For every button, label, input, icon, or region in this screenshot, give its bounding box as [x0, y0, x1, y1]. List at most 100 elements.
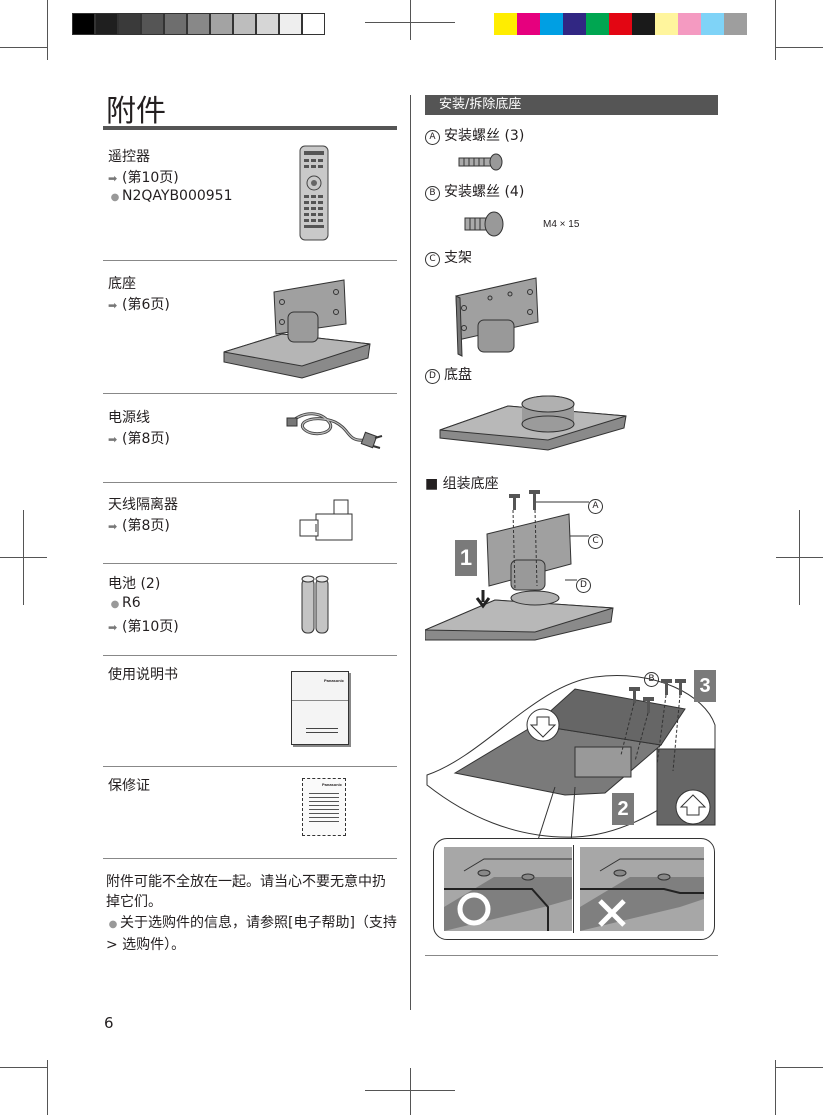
color-swatch — [701, 13, 724, 35]
manual-booklet-icon: Panasonic — [291, 671, 349, 745]
color-swatch — [494, 13, 517, 35]
accessory-title: 天线隔离器 — [108, 497, 178, 513]
remote-control-icon — [299, 145, 329, 241]
assembly-step3-illustration — [426, 675, 716, 840]
gray-swatch — [141, 13, 164, 35]
page-reference: ➡(第8页) — [108, 518, 170, 534]
accessory-title: 电池 (2) — [108, 576, 161, 592]
color-swatch — [655, 13, 678, 35]
warranty-card-icon: Panasonic — [302, 778, 346, 836]
accessory-title: 电源线 — [108, 410, 150, 426]
base-plate-icon — [439, 395, 627, 451]
correct-mark-icon — [457, 892, 491, 926]
gray-swatch — [164, 13, 187, 35]
crop-mark — [775, 47, 823, 48]
gray-swatch — [118, 13, 141, 35]
page-reference: ➡(第6页) — [108, 297, 170, 313]
step-badge: 1 — [455, 540, 477, 576]
column-divider — [410, 95, 411, 1010]
gray-swatch — [233, 13, 256, 35]
title-underline — [103, 126, 397, 130]
crop-mark — [0, 1067, 47, 1068]
registration-mark — [0, 557, 47, 558]
callout-b: B — [644, 667, 663, 687]
bullet-icon: ● — [108, 919, 118, 930]
gray-swatch — [256, 13, 279, 35]
fit-detail-panel — [433, 838, 715, 940]
crop-mark — [775, 1067, 823, 1068]
accessory-title: 底座 — [108, 276, 136, 292]
gray-swatch — [187, 13, 210, 35]
screw-b-icon — [464, 211, 504, 237]
registration-mark — [365, 22, 455, 23]
color-swatch — [609, 13, 632, 35]
gray-swatch — [72, 13, 95, 35]
antenna-isolator-icon — [299, 499, 353, 541]
page-number: 6 — [104, 1014, 114, 1032]
screw-a-icon — [458, 153, 503, 171]
section-rule — [425, 955, 718, 956]
gray-swatch — [95, 13, 118, 35]
color-swatch — [586, 13, 609, 35]
color-swatch — [540, 13, 563, 35]
callout-c: C — [588, 529, 607, 549]
batteries-icon — [301, 575, 329, 634]
bullet-icon: ● — [110, 192, 120, 203]
gray-swatch — [302, 13, 325, 35]
section-rule — [103, 482, 397, 483]
page-reference: ➡(第10页) — [108, 170, 179, 186]
incorrect-mark-icon — [598, 899, 626, 927]
color-swatch — [678, 13, 701, 35]
accessory-title: 使用说明书 — [108, 667, 178, 683]
section-rule — [103, 858, 397, 859]
arrow-right-icon: ➡ — [108, 299, 118, 312]
assembly-step1-illustration — [425, 490, 614, 641]
arrow-right-icon: ➡ — [108, 520, 118, 533]
section-rule — [103, 766, 397, 767]
registration-mark — [410, 0, 411, 40]
section-header: 安装/拆除底座 — [425, 95, 718, 115]
section-rule — [103, 563, 397, 564]
registration-mark — [365, 1090, 455, 1091]
section-rule — [103, 393, 397, 394]
assemble-heading: ■ 组装底座 — [425, 476, 499, 492]
callout-d: D — [576, 573, 595, 593]
color-swatch — [632, 13, 655, 35]
page-reference: ➡(第10页) — [108, 619, 179, 635]
accessory-note: 附件可能不全放在一起。请当心不要无意中扔掉它们。 — [106, 874, 386, 910]
accessory-title: 保修证 — [108, 778, 150, 794]
model-number: ●N2QAYB000951 — [108, 188, 233, 204]
optional-accessory-note: ●关于选购件的信息，请参照[电子帮助]（支持 > 选购件）。 — [106, 915, 397, 953]
crop-mark — [47, 0, 48, 60]
color-swatch — [724, 13, 747, 35]
arrow-right-icon: ➡ — [108, 172, 118, 185]
power-cord-icon — [286, 412, 383, 449]
gray-swatch — [279, 13, 302, 35]
section-rule — [103, 260, 397, 261]
incorrect-fit-illustration — [580, 847, 704, 931]
step-badge: 2 — [612, 793, 634, 825]
callout-a: A — [588, 494, 607, 514]
color-swatch — [517, 13, 540, 35]
brand-logo: Panasonic — [321, 782, 342, 787]
page-reference: ➡(第8页) — [108, 431, 170, 447]
section-rule — [103, 655, 397, 656]
brand-logo: Panasonic — [323, 678, 344, 683]
arrow-right-icon: ➡ — [108, 621, 118, 634]
step-badge: 3 — [694, 670, 716, 702]
tv-stand-icon — [223, 279, 371, 379]
correct-fit-illustration — [444, 847, 572, 931]
page-title: 附件 — [106, 94, 166, 129]
color-swatch — [563, 13, 586, 35]
registration-mark — [410, 1068, 411, 1115]
accessory-title: 遥控器 — [108, 149, 150, 165]
registration-mark — [776, 557, 823, 558]
crop-mark — [0, 47, 47, 48]
gray-swatch — [210, 13, 233, 35]
crop-mark — [775, 1060, 776, 1115]
crop-mark — [775, 0, 776, 60]
